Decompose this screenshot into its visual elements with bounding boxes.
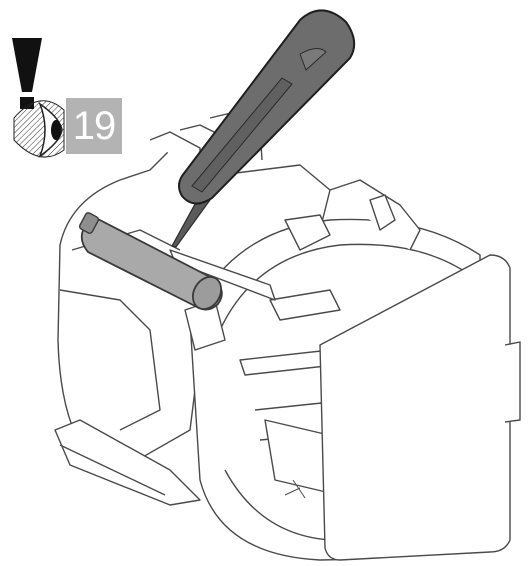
step-number-badge: 19	[66, 98, 122, 154]
battery-cylinder	[78, 212, 223, 311]
eye-inspect-icon	[13, 100, 65, 159]
housing-body	[54, 111, 521, 561]
warning-icon	[12, 38, 42, 109]
screwdriver-tool	[171, 9, 356, 248]
